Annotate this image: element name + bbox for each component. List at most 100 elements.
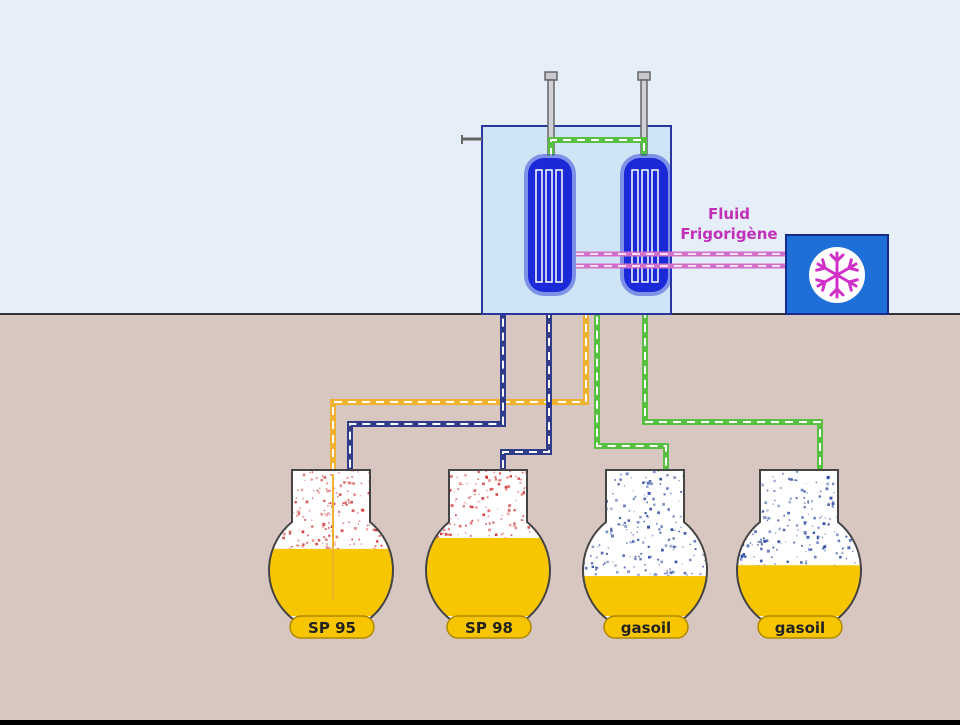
condenser-left bbox=[524, 154, 576, 296]
vapor-dot bbox=[461, 484, 463, 485]
vapor-dot bbox=[801, 545, 803, 547]
vapor-dot bbox=[506, 477, 508, 479]
vapor-dot bbox=[672, 515, 675, 518]
vapor-dot bbox=[636, 531, 638, 533]
vapor-dot bbox=[788, 519, 791, 521]
vapor-dot bbox=[675, 521, 677, 524]
vapor-dot bbox=[803, 506, 806, 509]
vapor-dot bbox=[519, 481, 522, 485]
vapor-dot bbox=[358, 538, 360, 541]
tank-label-badge: SP 95 bbox=[289, 615, 375, 639]
vapor-dot bbox=[678, 500, 680, 502]
vapor-dot bbox=[805, 562, 808, 565]
vapor-dot bbox=[348, 481, 351, 485]
vapor-dot bbox=[449, 523, 451, 525]
vapor-dot bbox=[622, 524, 624, 526]
vapor-dot bbox=[374, 545, 377, 547]
vapor-dot bbox=[632, 490, 634, 492]
vapor-dot bbox=[634, 557, 637, 561]
vapor-dot bbox=[766, 509, 769, 512]
vapor-dot bbox=[820, 515, 823, 518]
vapor-dot bbox=[773, 490, 776, 492]
vapor-dot bbox=[312, 497, 314, 499]
vapor-dot bbox=[326, 482, 329, 485]
vapor-dot bbox=[832, 482, 835, 485]
fuel-level bbox=[737, 565, 861, 616]
vapor-dot bbox=[488, 535, 490, 537]
vapor-dot bbox=[742, 544, 745, 546]
vapor-dot bbox=[800, 561, 803, 564]
vapor-dot bbox=[497, 483, 501, 486]
vapor-dot bbox=[296, 514, 299, 517]
vapor-dot bbox=[448, 533, 451, 536]
vapor-dot bbox=[463, 502, 466, 504]
vapor-dot bbox=[646, 514, 649, 517]
vapor-dot bbox=[612, 561, 614, 563]
vapor-dot bbox=[783, 515, 785, 517]
vapor-dot bbox=[649, 573, 651, 575]
vapor-dot bbox=[311, 471, 314, 473]
vapor-dot bbox=[646, 501, 648, 504]
snowflake-icon bbox=[809, 247, 865, 303]
vapor-dot bbox=[630, 477, 632, 479]
vapor-dot bbox=[282, 536, 285, 540]
vapor-dot bbox=[342, 522, 345, 525]
vapor-dot bbox=[443, 528, 446, 531]
vapor-dot bbox=[766, 549, 770, 553]
vapor-dot bbox=[752, 533, 754, 536]
vapor-dot bbox=[345, 500, 347, 502]
vapor-dot bbox=[337, 496, 339, 498]
vapor-dot bbox=[607, 547, 610, 549]
vapor-dot bbox=[297, 489, 299, 492]
vapor-dot bbox=[854, 562, 856, 564]
vapor-dot bbox=[449, 533, 452, 536]
vapor-dot bbox=[507, 512, 510, 516]
vapor-dot bbox=[663, 493, 666, 496]
vapor-dot bbox=[359, 495, 361, 497]
vapor-dot bbox=[482, 513, 485, 517]
vapor-dot bbox=[478, 493, 480, 495]
vapor-dot bbox=[320, 512, 322, 515]
vapor-dot bbox=[527, 526, 531, 529]
vapor-dot bbox=[800, 488, 804, 492]
vapor-dot bbox=[643, 497, 646, 501]
vapor-dot bbox=[485, 523, 487, 525]
vapor-dot bbox=[347, 499, 350, 501]
vapor-dot bbox=[640, 552, 643, 555]
vapor-dot bbox=[507, 485, 511, 489]
vapor-dot bbox=[646, 495, 648, 497]
vapor-dot bbox=[614, 479, 616, 481]
vapor-dot bbox=[760, 547, 763, 551]
vapor-dot bbox=[299, 507, 301, 509]
vapor-dot bbox=[766, 516, 769, 520]
vapor-dot bbox=[660, 525, 663, 528]
vapor-dot bbox=[327, 512, 330, 515]
vapor-dot bbox=[617, 483, 620, 486]
vapor-dot bbox=[815, 481, 817, 484]
vapor-dot bbox=[500, 534, 502, 536]
vapor-dot bbox=[455, 498, 458, 500]
vapor-dot bbox=[468, 496, 471, 499]
vapor-dot bbox=[323, 499, 326, 502]
vapor-dot bbox=[616, 571, 619, 574]
vapor-dot bbox=[793, 541, 796, 544]
vapor-dot bbox=[477, 519, 480, 522]
vapor-dot bbox=[757, 544, 759, 546]
vapor-dot bbox=[805, 560, 808, 562]
vapor-dot bbox=[514, 526, 518, 530]
vapor-dot bbox=[309, 510, 311, 512]
vapor-dot bbox=[826, 482, 830, 486]
vapor-dot bbox=[520, 478, 522, 481]
tank-label-badge: gasoil bbox=[757, 615, 843, 639]
vapor-dot bbox=[659, 477, 662, 481]
vapor-dot bbox=[805, 483, 807, 484]
vapor-dot bbox=[457, 518, 459, 520]
vapor-dot bbox=[311, 519, 313, 521]
vapor-dot bbox=[444, 532, 448, 536]
vapor-dot bbox=[637, 526, 639, 528]
vapor-dot bbox=[325, 546, 329, 550]
vapor-dot bbox=[772, 476, 774, 478]
vapor-dot bbox=[694, 548, 697, 550]
vapor-dot bbox=[615, 498, 618, 502]
vapor-dot bbox=[610, 507, 613, 510]
